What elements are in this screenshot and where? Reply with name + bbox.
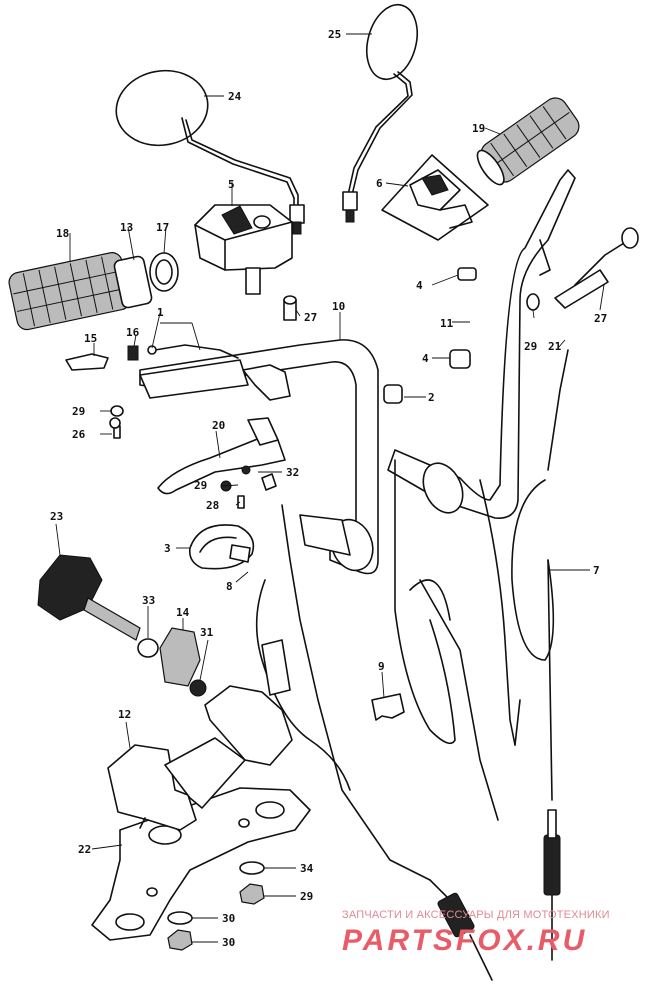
callout-27b: 27	[594, 312, 607, 325]
callout-26: 26	[72, 428, 86, 441]
callout-14: 14	[176, 606, 190, 619]
callout-25: 25	[328, 28, 341, 41]
callout-3: 3	[164, 542, 171, 555]
callout-27a: 27	[304, 311, 317, 324]
switch-housing-left	[194, 204, 293, 295]
callout-30a: 30	[222, 912, 235, 925]
callout-22: 22	[78, 843, 91, 856]
callout-2: 2	[428, 391, 435, 404]
callout-24: 24	[228, 90, 242, 103]
switch-wires	[394, 459, 521, 821]
callout-8: 8	[226, 580, 233, 593]
throttle-cable	[511, 227, 639, 961]
callout-7: 7	[593, 564, 600, 577]
cable-clamp	[188, 524, 255, 570]
callout-29c: 29	[194, 479, 207, 492]
hardware-parts	[109, 295, 297, 951]
callout-4a: 4	[416, 279, 423, 292]
callout-29d: 29	[300, 890, 313, 903]
handlebar	[139, 169, 576, 575]
clutch-cable	[255, 504, 493, 981]
callout-28: 28	[206, 499, 219, 512]
watermark: ЗАПЧАСТИ И АКСЕССУАРЫ ДЛЯ МОТОТЕХНИКИ PA…	[342, 909, 610, 957]
clutch-lever-assembly	[65, 344, 291, 401]
callout-18: 18	[56, 227, 69, 240]
callout-31: 31	[200, 626, 214, 639]
callout-12: 12	[118, 708, 131, 721]
knob-assembly	[37, 554, 207, 697]
cable-guide	[371, 693, 405, 721]
callout-9: 9	[378, 660, 385, 673]
grip-left	[8, 252, 179, 331]
callout-10: 10	[332, 300, 345, 313]
watermark-tagline: ЗАПЧАСТИ И АКСЕССУАРЫ ДЛЯ МОТОТЕХНИКИ	[342, 909, 610, 921]
callout-19: 19	[472, 122, 485, 135]
mirror-left	[115, 69, 305, 235]
callout-29a: 29	[524, 340, 537, 353]
callout-5: 5	[228, 178, 235, 191]
top-bridge	[91, 685, 311, 941]
callout-16: 16	[126, 326, 140, 339]
grip-right	[476, 97, 580, 186]
callout-11: 11	[440, 317, 454, 330]
callout-4b: 4	[422, 352, 429, 365]
switch-housing-right	[381, 154, 489, 241]
leader-lines	[55, 33, 605, 943]
watermark-logo: PARTSFOX.RU	[342, 924, 587, 957]
callout-13: 13	[120, 221, 133, 234]
callout-6: 6	[376, 177, 383, 190]
callout-20: 20	[212, 419, 225, 432]
mirror-right	[342, 3, 418, 223]
callout-17: 17	[156, 221, 169, 234]
callout-labels: 24 25 5 19 6 18 13 17 1 16 15 27 10 11 4…	[50, 28, 607, 949]
callout-32: 32	[286, 466, 299, 479]
callout-21a: 21	[548, 340, 562, 353]
callout-30b: 30	[222, 936, 235, 949]
callout-23: 23	[50, 510, 63, 523]
callout-34: 34	[300, 862, 314, 875]
brake-lever	[157, 417, 286, 509]
callout-15: 15	[84, 332, 97, 345]
callout-33: 33	[142, 594, 155, 607]
callout-29b: 29	[72, 405, 85, 418]
callout-1: 1	[157, 306, 164, 319]
